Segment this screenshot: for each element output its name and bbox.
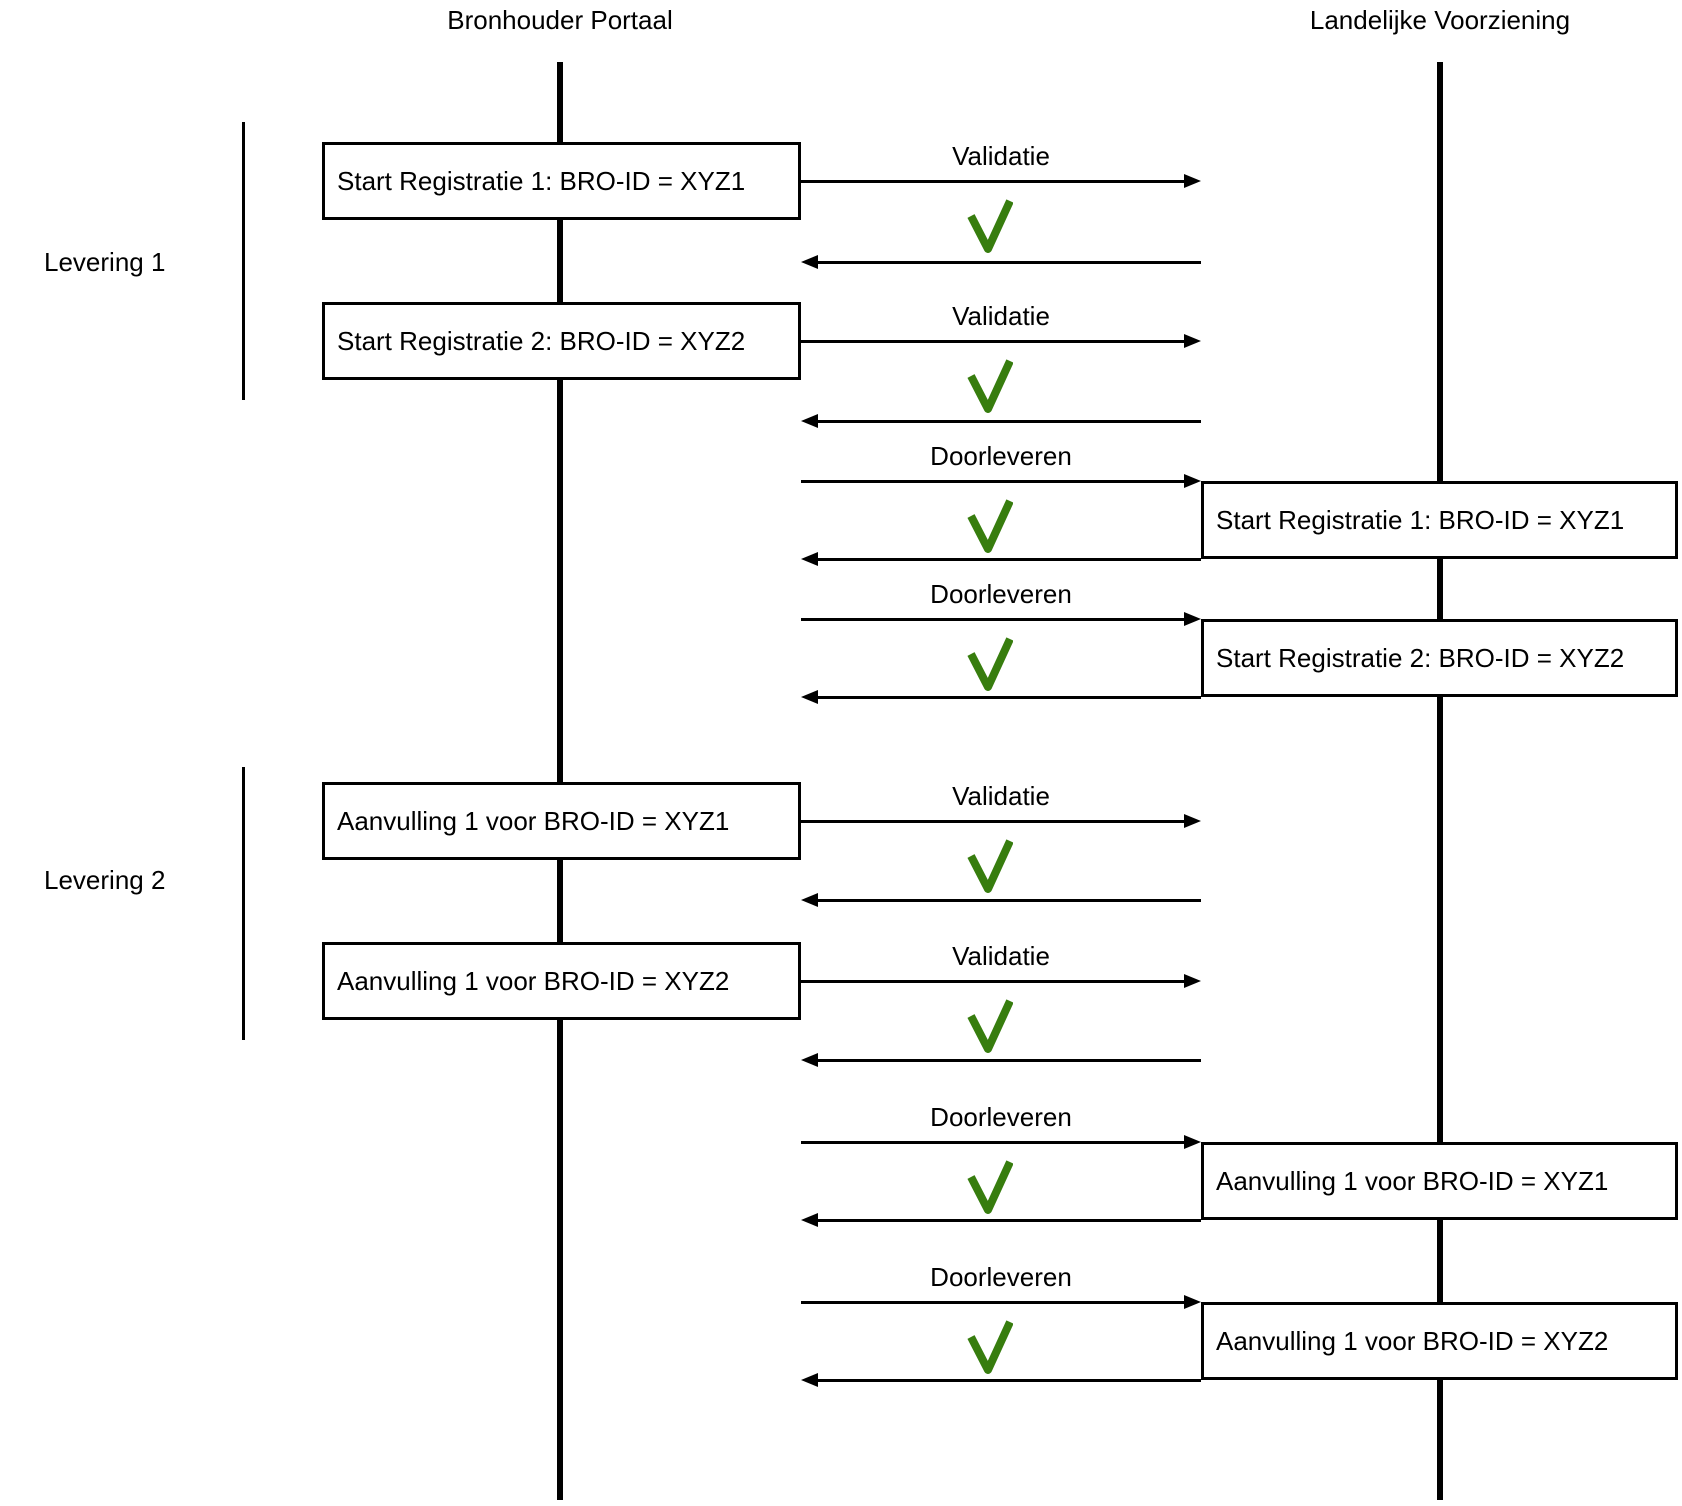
request-arrow-doorleveren-3 [801,1134,1201,1150]
arrowhead-left-icon [801,1053,818,1067]
group-bracket-levering-1 [242,122,245,400]
arrowhead-right-icon [1184,1135,1201,1149]
request-arrow-doorleveren-2 [801,611,1201,627]
actor-title-bronhouder-portaal: Bronhouder Portaal [447,5,673,35]
arrow-shaft [801,180,1187,183]
arrow-shaft [815,261,1201,264]
arrowhead-left-icon [801,893,818,907]
message-box-lv-aanvulling-1-xyz2: Aanvulling 1 voor BRO-ID = XYZ2 [1201,1302,1678,1380]
lifeline-landelijke-voorziening [1437,62,1443,1500]
arrow-shaft [801,820,1187,823]
arrow-shaft [815,1379,1201,1382]
arrowhead-right-icon [1184,1295,1201,1309]
arrowhead-right-icon [1184,814,1201,828]
checkmark-icon [967,1160,1013,1214]
arrowhead-left-icon [801,552,818,566]
checkmark-icon [967,637,1013,691]
checkmark-icon [967,359,1013,413]
arrow-shaft [801,340,1187,343]
arrowhead-left-icon [801,255,818,269]
message-label-doorleveren-1: Doorleveren [930,441,1072,471]
arrow-shaft [801,618,1187,621]
message-box-start-registratie-1: Start Registratie 1: BRO-ID = XYZ1 [322,142,801,220]
arrow-shaft [815,420,1201,423]
message-label-validatie-3: Validatie [952,781,1050,811]
message-label-doorleveren-4: Doorleveren [930,1262,1072,1292]
checkmark-icon [967,999,1013,1053]
message-label-validatie-2: Validatie [952,301,1050,331]
response-arrow-validatie-2 [801,413,1201,429]
arrow-shaft [801,1141,1187,1144]
request-arrow-validatie-2 [801,333,1201,349]
arrowhead-left-icon [801,414,818,428]
message-label-doorleveren-3: Doorleveren [930,1102,1072,1132]
response-arrow-doorleveren-4 [801,1372,1201,1388]
request-arrow-doorleveren-1 [801,473,1201,489]
arrow-shaft [801,980,1187,983]
message-box-lv-start-registratie-2: Start Registratie 2: BRO-ID = XYZ2 [1201,619,1678,697]
checkmark-icon [967,839,1013,893]
group-label-levering-2: Levering 2 [44,865,166,895]
response-arrow-doorleveren-3 [801,1212,1201,1228]
arrowhead-right-icon [1184,612,1201,626]
message-label-doorleveren-2: Doorleveren [930,579,1072,609]
checkmark-icon [967,1320,1013,1374]
request-arrow-validatie-1 [801,173,1201,189]
actor-title-landelijke-voorziening: Landelijke Voorziening [1309,5,1571,35]
lifeline-bronhouder-portaal [557,62,563,1500]
message-box-lv-aanvulling-1-xyz1: Aanvulling 1 voor BRO-ID = XYZ1 [1201,1142,1678,1220]
message-label-validatie-4: Validatie [952,941,1050,971]
group-label-levering-1: Levering 1 [44,247,166,277]
message-label-validatie-1: Validatie [952,141,1050,171]
request-arrow-validatie-4 [801,973,1201,989]
arrowhead-left-icon [801,1213,818,1227]
checkmark-icon [967,199,1013,253]
arrow-shaft [815,558,1201,561]
arrowhead-left-icon [801,1373,818,1387]
response-arrow-validatie-3 [801,892,1201,908]
response-arrow-validatie-1 [801,254,1201,270]
group-bracket-levering-2 [242,767,245,1040]
arrowhead-right-icon [1184,974,1201,988]
message-box-start-registratie-2: Start Registratie 2: BRO-ID = XYZ2 [322,302,801,380]
arrow-shaft [815,696,1201,699]
arrow-shaft [815,899,1201,902]
message-box-lv-start-registratie-1: Start Registratie 1: BRO-ID = XYZ1 [1201,481,1678,559]
message-box-aanvulling-1-xyz2: Aanvulling 1 voor BRO-ID = XYZ2 [322,942,801,1020]
response-arrow-validatie-4 [801,1052,1201,1068]
response-arrow-doorleveren-2 [801,689,1201,705]
request-arrow-validatie-3 [801,813,1201,829]
message-box-aanvulling-1-xyz1: Aanvulling 1 voor BRO-ID = XYZ1 [322,782,801,860]
arrowhead-right-icon [1184,474,1201,488]
arrowhead-left-icon [801,690,818,704]
arrow-shaft [801,1301,1187,1304]
response-arrow-doorleveren-1 [801,551,1201,567]
request-arrow-doorleveren-4 [801,1294,1201,1310]
arrowhead-right-icon [1184,334,1201,348]
arrow-shaft [815,1219,1201,1222]
checkmark-icon [967,499,1013,553]
arrow-shaft [801,480,1187,483]
arrowhead-right-icon [1184,174,1201,188]
arrow-shaft [815,1059,1201,1062]
